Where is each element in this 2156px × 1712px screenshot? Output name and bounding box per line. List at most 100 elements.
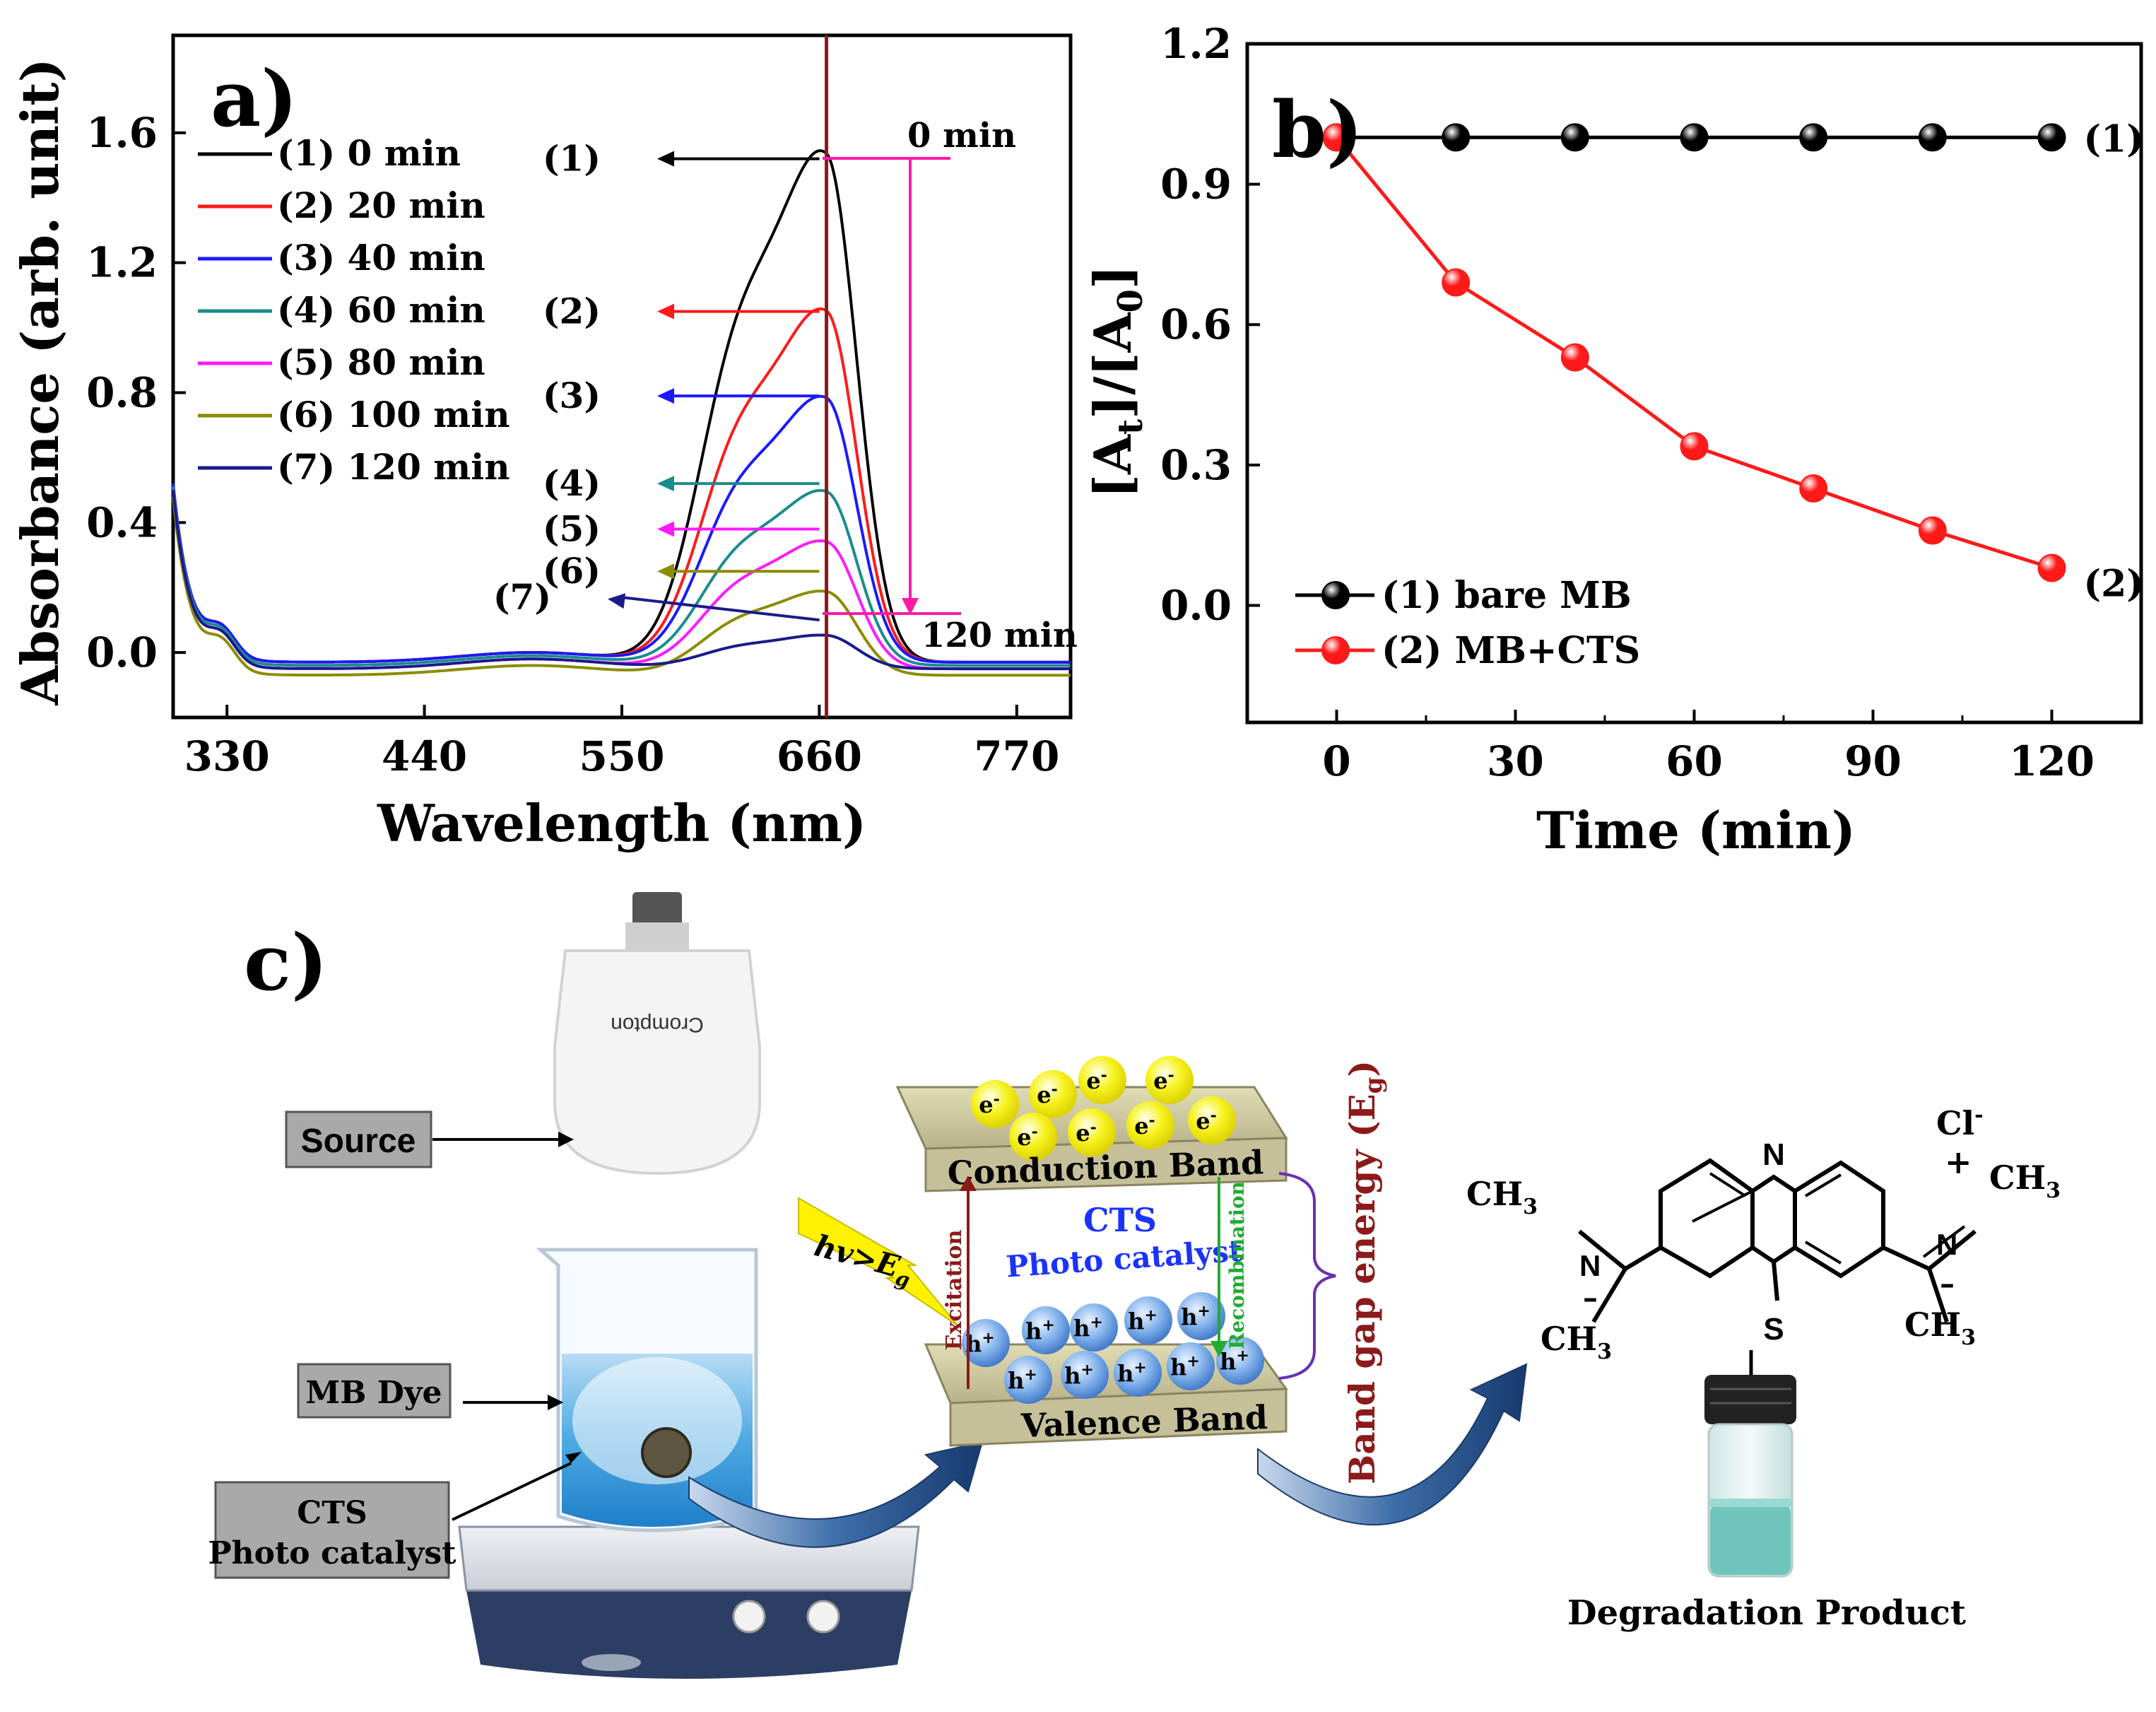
hole-0: [962, 1319, 1010, 1367]
panel-a-xtick-label-3: 660: [777, 732, 862, 780]
panel-b-point-2-6: [2037, 553, 2066, 582]
panel-b-ytick-label-2: 0.6: [1160, 300, 1232, 348]
hole-label-7: h+: [1117, 1359, 1147, 1387]
panel-a-tag-2: (2): [543, 291, 601, 332]
electron-group: e-e-e-e-e-e-e-e-: [971, 1056, 1236, 1161]
panel-b-point-1-4: [1799, 123, 1828, 152]
panel-b-xtick-label-0: 0: [1322, 737, 1350, 785]
panel-b-label: b): [1272, 84, 1363, 175]
hole-label-1: h+: [1025, 1316, 1055, 1344]
panel-a-tag-6: (6): [543, 550, 601, 592]
panel-b-point-2-3: [1680, 432, 1709, 461]
panel-c-label: c): [244, 917, 328, 1008]
panel-a-arrowhead-6: [657, 563, 674, 580]
hole-1: [1022, 1306, 1070, 1354]
panel-a-peak-arrows: (1)(2)(3)(4)(5)(6)(7): [493, 138, 820, 622]
panel-a-ytick-label-0: 0.0: [86, 628, 158, 676]
panel-a-tag-5: (5): [543, 508, 601, 549]
panel-b-xtick-label-1: 30: [1487, 737, 1544, 785]
annotation-120-min: 120 min: [921, 616, 1078, 655]
panel-b-point-1-6: [2037, 123, 2066, 152]
excitation-label: Excitation: [942, 1229, 967, 1350]
electron-label-4: e-: [1017, 1122, 1038, 1151]
hole-label-2: h+: [1073, 1313, 1103, 1342]
panel-a-xtick-label-4: 770: [974, 732, 1059, 780]
panel-b-point-2-5: [1918, 516, 1947, 545]
panel-b-point-2-0: [1322, 123, 1351, 152]
panel-a-ytick-label-4: 1.6: [86, 109, 158, 157]
electron-label-6: e-: [1134, 1111, 1155, 1139]
panel-b-ytick-label-1: 0.3: [1160, 441, 1232, 489]
ch3-right-bottom: CH3: [1904, 1306, 1976, 1350]
recombination-label: Recombination: [1225, 1181, 1249, 1349]
panel-b-series: (1)(2): [1322, 117, 2144, 606]
hole-3: [1124, 1296, 1172, 1344]
panel-b-xtick-label-4: 120: [2009, 737, 2095, 785]
panel-a-ytick-label-3: 1.2: [86, 239, 158, 287]
annotation-0-min: 0 min: [907, 116, 1016, 156]
panel-a-legend-entry-1: (1) 0 min: [277, 132, 461, 174]
panel-a-arrow-7: [621, 596, 820, 622]
panel-b-xtick-label-2: 60: [1666, 737, 1723, 785]
panel-a-tag-1: (1): [543, 138, 601, 180]
panel-a-decay-annotation: 0 min 120 min: [823, 116, 1078, 655]
panel-a-series-6: [172, 496, 1071, 677]
hole-label-4: h+: [1181, 1302, 1210, 1330]
panel-a-curves: [172, 149, 1071, 677]
electron-4: [1009, 1113, 1057, 1161]
hole-label-9: h+: [1220, 1347, 1249, 1375]
catalyst-label-line1: CTS: [297, 1495, 367, 1531]
panel-a-arrowhead-4: [657, 476, 674, 492]
panel-a-legend-entry-5: (5) 80 min: [277, 341, 485, 383]
hole-6: [1061, 1351, 1109, 1399]
panel-a-series-7: [172, 489, 1071, 671]
panel-a-arrowhead-7: [608, 593, 626, 609]
panel-a-legend-entry-6: (6) 100 min: [277, 394, 510, 435]
panel-b-ytick-label-3: 0.9: [1160, 160, 1232, 209]
panel-a-legend-entry-2: (2) 20 min: [277, 184, 485, 226]
hole-8: [1167, 1342, 1215, 1390]
ch3-left-top: CH3: [1466, 1175, 1538, 1219]
panel-b-legend-marker-2: [1321, 636, 1350, 664]
atom-n-right: N: [1936, 1228, 1957, 1261]
electron-2: [1078, 1056, 1126, 1104]
hole-7: [1114, 1349, 1162, 1397]
panel-a-ytick-label-2: 0.8: [86, 368, 158, 416]
panel-b-point-1-5: [1918, 123, 1947, 152]
panel-a-ytick-label-1: 0.4: [86, 498, 158, 546]
light-lightning-icon: hv>Eg: [798, 1197, 958, 1326]
panel-a-tag-3: (3): [543, 375, 601, 416]
hole-5: [1004, 1356, 1052, 1404]
panel-a-arrowhead-1: [657, 151, 674, 167]
panel-a-label: a): [211, 53, 298, 144]
beaker-stirrer-icon: [458, 1248, 920, 1679]
mb-dye-label-box: MB Dye: [297, 1363, 452, 1419]
vial-icon: [1704, 1375, 1796, 1578]
atom-cl: Cl-: [1936, 1103, 1984, 1142]
degradation-product-label: Degradation Product: [1567, 1593, 1966, 1633]
hole-label-8: h+: [1170, 1352, 1200, 1380]
panel-a-xtick-label-2: 550: [579, 732, 664, 780]
panel-a-legend-entry-3: (3) 40 min: [277, 237, 485, 279]
electron-label-1: e-: [1037, 1080, 1058, 1108]
band-gap-label: Band gap energy (Eg): [1341, 1060, 1388, 1484]
band-gap-bracket: [1278, 1172, 1336, 1380]
bond-right: –: [1940, 1266, 1955, 1301]
electron-0: [971, 1080, 1019, 1128]
ch3-left-bottom: CH3: [1541, 1320, 1612, 1364]
panel-a-series-3: [172, 394, 1071, 664]
electron-5: [1068, 1108, 1116, 1156]
bond-left: –: [1583, 1280, 1598, 1315]
panel-a-arrowhead-3: [657, 388, 674, 404]
panel-b-point-2-2: [1560, 343, 1589, 372]
panel-b-xtick-label-3: 90: [1844, 737, 1902, 785]
cts-label: CTS: [1083, 1201, 1157, 1239]
panel-a-ylabel: Absorbance (arb. unit): [10, 58, 70, 705]
electron-label-5: e-: [1076, 1118, 1097, 1147]
panel-b-ytick-label-0: 0.0: [1160, 581, 1232, 629]
electron-label-3: e-: [1153, 1066, 1174, 1094]
electron-7: [1188, 1096, 1236, 1144]
electron-6: [1126, 1101, 1174, 1149]
